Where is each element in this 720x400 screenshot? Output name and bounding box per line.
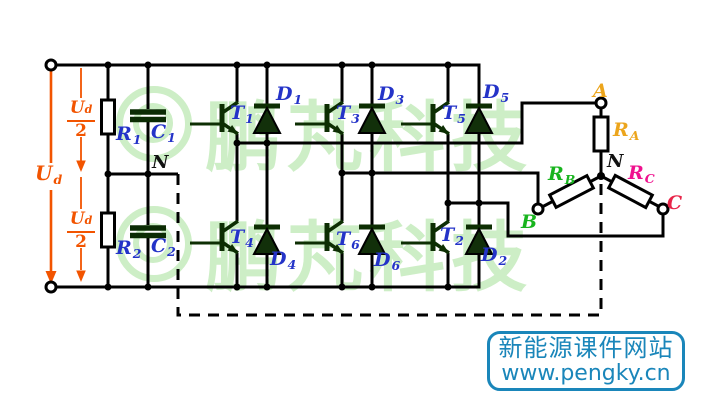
diode-d3-symbol <box>357 103 387 134</box>
transistor-t6-symbol <box>295 219 344 255</box>
diode-d5-symbol <box>464 103 494 134</box>
d4-label: D4 <box>270 248 297 272</box>
c1-label: C1 <box>151 121 176 145</box>
dc-positive-terminal <box>44 58 58 72</box>
transistor-t5-symbol <box>401 100 450 136</box>
t6-label: T6 <box>336 228 360 252</box>
resistor-rb-symbol <box>547 173 596 210</box>
ud-half-bottom-label: Ud 2 <box>63 209 99 251</box>
capacitor-c1-symbol <box>130 109 166 123</box>
phase-b-wire <box>342 171 540 204</box>
transistor-t1-symbol <box>190 100 239 136</box>
phase-c-wire <box>448 201 665 238</box>
rb-label: RB <box>548 163 576 187</box>
phase-b-label: B <box>521 211 538 233</box>
ud-dimension-line <box>45 68 86 284</box>
capacitor-c2-symbol <box>130 225 166 239</box>
t4-label: T4 <box>230 226 254 250</box>
badge-site-name: 新能源课件网站 <box>498 334 674 362</box>
diode-d6-symbol <box>357 224 387 255</box>
resistor-ra-symbol <box>592 115 610 153</box>
r2-label: R2 <box>116 237 142 261</box>
transistor-t3-symbol <box>295 100 344 136</box>
r1-label: R1 <box>116 123 142 147</box>
c2-label: C2 <box>151 235 176 259</box>
resistor-r1-symbol <box>100 98 116 136</box>
t1-label: T1 <box>230 102 254 126</box>
terminals <box>44 58 670 294</box>
diode-d2-symbol <box>464 224 494 255</box>
rc-label: RC <box>628 162 655 186</box>
phase-output-wires <box>237 101 665 238</box>
transistor-t2-symbol <box>401 219 450 255</box>
t5-label: T5 <box>442 102 466 126</box>
bottom-rail <box>51 254 481 289</box>
t2-label: T2 <box>440 224 464 248</box>
resistor-symbols <box>100 98 116 249</box>
ud-label: Ud <box>35 161 63 187</box>
junction-dots <box>104 61 605 291</box>
badge-site-url: www.pengky.cn <box>501 361 671 386</box>
phase-c-label: C <box>667 192 683 214</box>
phase-c-terminal <box>656 202 670 216</box>
neutral-dashed-link <box>176 174 603 317</box>
d3-label: D3 <box>378 83 405 107</box>
phase-a-wire <box>237 101 596 145</box>
t3-label: T3 <box>336 102 360 126</box>
d6-label: D6 <box>374 249 401 273</box>
resistor-r2-symbol <box>100 211 116 249</box>
dc-bus-wires <box>51 63 481 289</box>
load-neutral-node <box>597 172 605 180</box>
transistor-symbols <box>190 100 450 255</box>
d1-label: D1 <box>276 83 303 107</box>
phase-a-terminal <box>594 96 608 110</box>
phase-b-terminal <box>531 202 545 216</box>
bridge-leg-wires <box>235 65 481 287</box>
d2-label: D2 <box>481 244 508 268</box>
diode-d4-symbol <box>252 224 282 255</box>
ud-half-top-label: Ud 2 <box>63 98 99 140</box>
ra-label: RA <box>613 119 640 143</box>
website-badge: 新能源课件网站 www.pengky.cn <box>487 331 685 391</box>
transistor-t4-symbol <box>190 219 239 255</box>
diode-symbols <box>252 103 494 255</box>
dc-negative-terminal <box>44 280 58 294</box>
watermark-logo-icon <box>116 86 192 162</box>
dc-neutral-label: N <box>152 152 169 173</box>
resistor-rc-symbol <box>606 173 655 210</box>
diode-d1-symbol <box>252 103 282 134</box>
load-neutral-label: N <box>607 151 624 172</box>
d5-label: D5 <box>483 81 510 105</box>
phase-a-label: A <box>593 80 608 102</box>
top-rail <box>51 63 481 106</box>
